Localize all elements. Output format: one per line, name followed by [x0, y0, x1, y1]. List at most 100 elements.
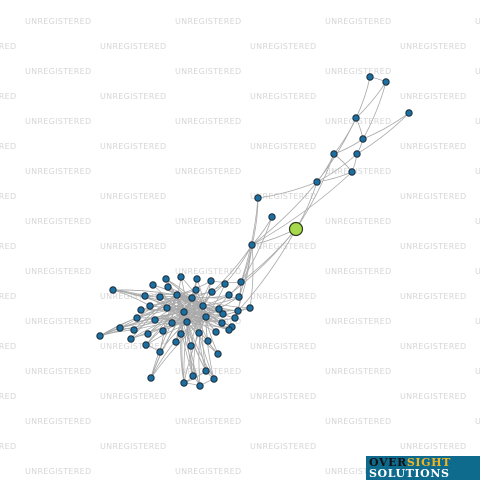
network-edge — [355, 81, 387, 119]
watermark-text: UNREGISTERED — [250, 92, 316, 101]
watermark-text: UNREGISTERED — [175, 17, 241, 26]
watermark-text: UNREGISTERED — [325, 467, 391, 476]
network-node — [221, 280, 229, 288]
network-node — [168, 319, 176, 327]
network-edge — [183, 311, 230, 331]
network-node — [207, 277, 215, 285]
network-edge — [211, 244, 253, 293]
node-layer — [96, 73, 413, 390]
network-node — [137, 306, 145, 314]
watermark-text: UNREGISTERED — [475, 167, 480, 176]
network-node — [144, 330, 152, 338]
watermark-text: UNREGISTERED — [250, 242, 316, 251]
watermark-text: UNREGISTERED — [0, 442, 16, 451]
focal-node — [288, 221, 304, 237]
watermark-text: UNREGISTERED — [325, 317, 391, 326]
network-node — [254, 194, 262, 202]
network-node — [248, 241, 256, 249]
watermark-text: UNREGISTERED — [100, 342, 166, 351]
network-node — [225, 326, 233, 334]
watermark-text: UNREGISTERED — [25, 167, 91, 176]
watermark-text: UNREGISTERED — [0, 292, 16, 301]
network-node — [180, 379, 188, 387]
oversight-solutions-logo: OVERSIGHT SOLUTIONS — [366, 456, 480, 480]
network-edge — [186, 321, 207, 372]
network-edge — [130, 305, 204, 340]
watermark-text: UNREGISTERED — [475, 67, 480, 76]
network-node — [156, 293, 164, 301]
network-node — [192, 286, 200, 294]
watermark-text: UNREGISTERED — [25, 267, 91, 276]
watermark-text: UNREGISTERED — [175, 267, 241, 276]
watermark-text: UNREGISTERED — [100, 392, 166, 401]
watermark-text: UNREGISTERED — [25, 117, 91, 126]
watermark-text: UNREGISTERED — [175, 467, 241, 476]
network-node — [352, 114, 360, 122]
network-node — [164, 283, 172, 291]
watermark-text: UNREGISTERED — [0, 42, 16, 51]
watermark-text: UNREGISTERED — [325, 67, 391, 76]
watermark-text: UNREGISTERED — [475, 417, 480, 426]
watermark-text: UNREGISTERED — [100, 92, 166, 101]
network-edge — [257, 181, 318, 199]
logo-word-sight: SIGHT — [406, 456, 451, 469]
network-node — [202, 367, 210, 375]
watermark-text: UNREGISTERED — [325, 117, 391, 126]
network-node — [173, 291, 181, 299]
network-node — [189, 372, 197, 380]
network-node — [177, 273, 185, 281]
network-node — [231, 314, 239, 322]
watermark-text: UNREGISTERED — [25, 67, 91, 76]
watermark-text: UNREGISTERED — [400, 192, 466, 201]
network-node — [405, 109, 413, 117]
watermark-text: UNREGISTERED — [175, 117, 241, 126]
watermark-text: UNREGISTERED — [0, 142, 16, 151]
watermark-text: UNREGISTERED — [400, 242, 466, 251]
network-edge — [240, 216, 273, 283]
network-node — [130, 326, 138, 334]
network-node — [215, 305, 223, 313]
watermark-text: UNREGISTERED — [100, 242, 166, 251]
network-edge — [362, 81, 387, 140]
network-node — [366, 73, 374, 81]
watermark-text: UNREGISTERED — [25, 367, 91, 376]
watermark-text: UNREGISTERED — [325, 367, 391, 376]
network-edge — [240, 228, 297, 283]
network-edge — [251, 171, 353, 246]
network-node — [202, 313, 210, 321]
network-node — [214, 350, 222, 358]
network-node — [212, 328, 220, 336]
network-node — [133, 314, 141, 322]
network-edge — [316, 117, 357, 183]
network-node — [225, 291, 233, 299]
network-edge — [176, 294, 233, 328]
network-edge — [249, 244, 254, 309]
logo-word-solutions: SOLUTIONS — [369, 467, 450, 480]
network-node — [234, 307, 242, 315]
network-edge — [240, 197, 259, 283]
network-edge — [316, 153, 358, 183]
network-edge — [183, 316, 207, 384]
network-node — [163, 304, 171, 312]
network-node — [193, 275, 201, 283]
watermark-text: UNREGISTERED — [0, 92, 16, 101]
watermark-text: UNREGISTERED — [475, 17, 480, 26]
network-node — [237, 278, 245, 286]
network-edge — [150, 316, 207, 379]
watermark-layer: UNREGISTERED UNREGISTERED UNREGISTERED UNRE… — [0, 17, 480, 476]
network-node — [330, 150, 338, 158]
network-edge — [295, 153, 335, 230]
watermark-text: UNREGISTERED — [100, 442, 166, 451]
watermark-text: UNREGISTERED — [325, 167, 391, 176]
watermark-text: UNREGISTERED — [400, 342, 466, 351]
network-edge — [237, 228, 297, 312]
watermark-text: UNREGISTERED — [250, 342, 316, 351]
network-node — [196, 382, 204, 390]
watermark-text: UNREGISTERED — [475, 117, 480, 126]
watermark-text: UNREGISTERED — [100, 292, 166, 301]
watermark-text: UNREGISTERED — [400, 92, 466, 101]
network-edge — [99, 311, 185, 337]
logo-word-over: OVER — [369, 456, 407, 469]
network-node — [142, 341, 150, 349]
